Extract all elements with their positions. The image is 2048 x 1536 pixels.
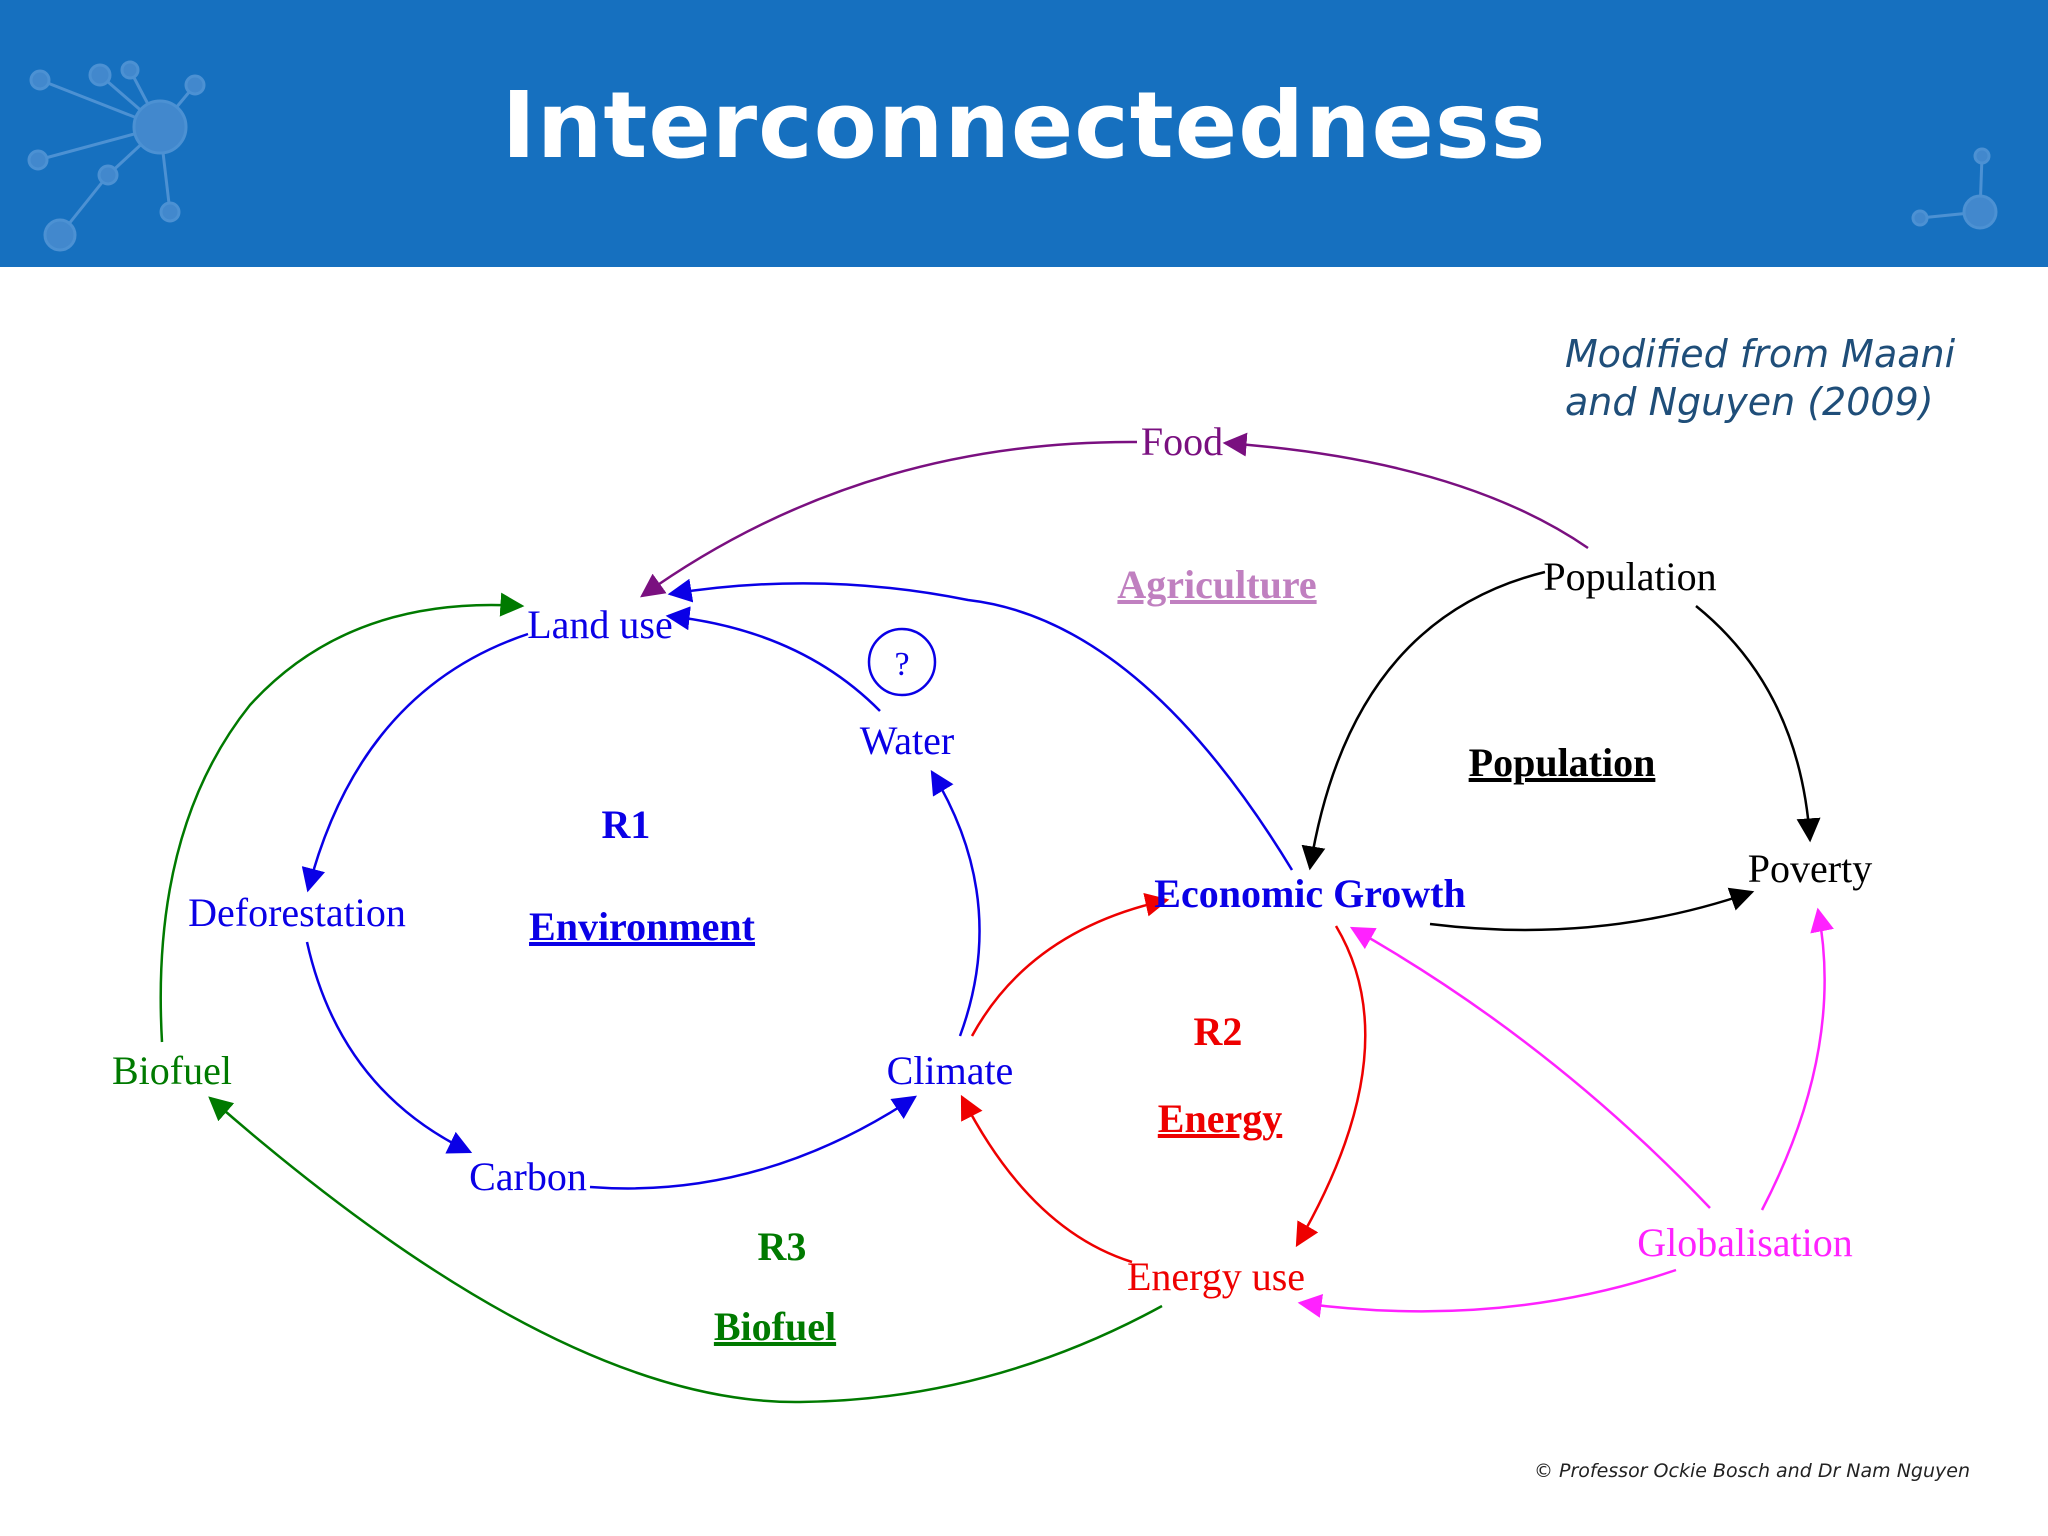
node-globalisation: Globalisation xyxy=(1637,1220,1853,1265)
loop-population-label: Population xyxy=(1469,740,1656,785)
node-energy-use: Energy use xyxy=(1127,1254,1305,1299)
arrow-biofuel-to-land-use xyxy=(159,592,525,1043)
arrow-energy-use-to-biofuel xyxy=(208,1096,1163,1404)
arrow-food-to-land-use xyxy=(640,440,1138,598)
arrow-globalisation-to-poverty xyxy=(1760,907,1834,1211)
node-carbon: Carbon xyxy=(469,1154,587,1199)
node-deforestation: Deforestation xyxy=(188,890,406,935)
page-title: Interconnectedness xyxy=(501,72,1547,179)
arrow-carbon-to-climate xyxy=(589,1095,917,1190)
arrow-climate-to-water xyxy=(930,769,981,1037)
node-biofuel: Biofuel xyxy=(112,1048,232,1093)
header-banner: Interconnectedness xyxy=(0,0,2048,267)
node-water: Water xyxy=(860,718,955,763)
copyright-notice: © Professor Ockie Bosch and Dr Nam Nguye… xyxy=(1533,1460,1970,1482)
arrow-climate-to-economic-growth xyxy=(970,892,1170,1037)
arrow-economic-growth-to-energy-use xyxy=(1295,925,1367,1248)
arrow-population-to-food xyxy=(1222,432,1589,550)
arrow-economic-growth-to-land-use xyxy=(667,578,1294,871)
network-decoration-icon xyxy=(27,60,206,252)
node-food: Food xyxy=(1141,419,1223,464)
node-question: ? xyxy=(894,646,909,683)
loop-r2-id: R2 xyxy=(1194,1009,1243,1054)
arrow-energy-use-to-climate xyxy=(960,1094,1133,1264)
arrow-land-use-to-deforestation xyxy=(301,632,529,893)
arrow-globalisation-to-economic-growth xyxy=(1349,926,1711,1209)
attribution-line-1: Modified from Maani xyxy=(1565,332,1956,376)
loop-r1-id: R1 xyxy=(602,802,651,847)
arrow-deforestation-to-carbon xyxy=(305,941,473,1154)
node-climate: Climate xyxy=(887,1048,1014,1093)
attribution-line-2: and Nguyen (2009) xyxy=(1565,380,1934,424)
node-economic-growth: Economic Growth xyxy=(1154,871,1465,916)
loop-r3-id: R3 xyxy=(758,1224,807,1269)
question-circle xyxy=(867,627,937,697)
node-land-use: Land use xyxy=(527,602,673,647)
network-decoration-icon xyxy=(1911,147,1998,230)
loop-r3-name: Biofuel xyxy=(714,1304,836,1349)
node-population: Population xyxy=(1543,554,1716,599)
loop-agriculture-label: Agriculture xyxy=(1117,562,1316,607)
source-attribution: Modified from Maani and Nguyen (2009) xyxy=(1565,330,2025,426)
arrow-water-to-land-use xyxy=(665,606,881,712)
arrow-population-to-poverty xyxy=(1695,605,1821,843)
loop-r1-name: Environment xyxy=(529,904,756,949)
arrow-population-to-economic-growth xyxy=(1301,570,1546,871)
loop-r2-name: Energy xyxy=(1158,1096,1282,1141)
arrow-globalisation-to-energy-use xyxy=(1297,1268,1677,1318)
arrow-economic-growth-to-poverty xyxy=(1429,887,1755,932)
node-poverty: Poverty xyxy=(1748,846,1872,891)
